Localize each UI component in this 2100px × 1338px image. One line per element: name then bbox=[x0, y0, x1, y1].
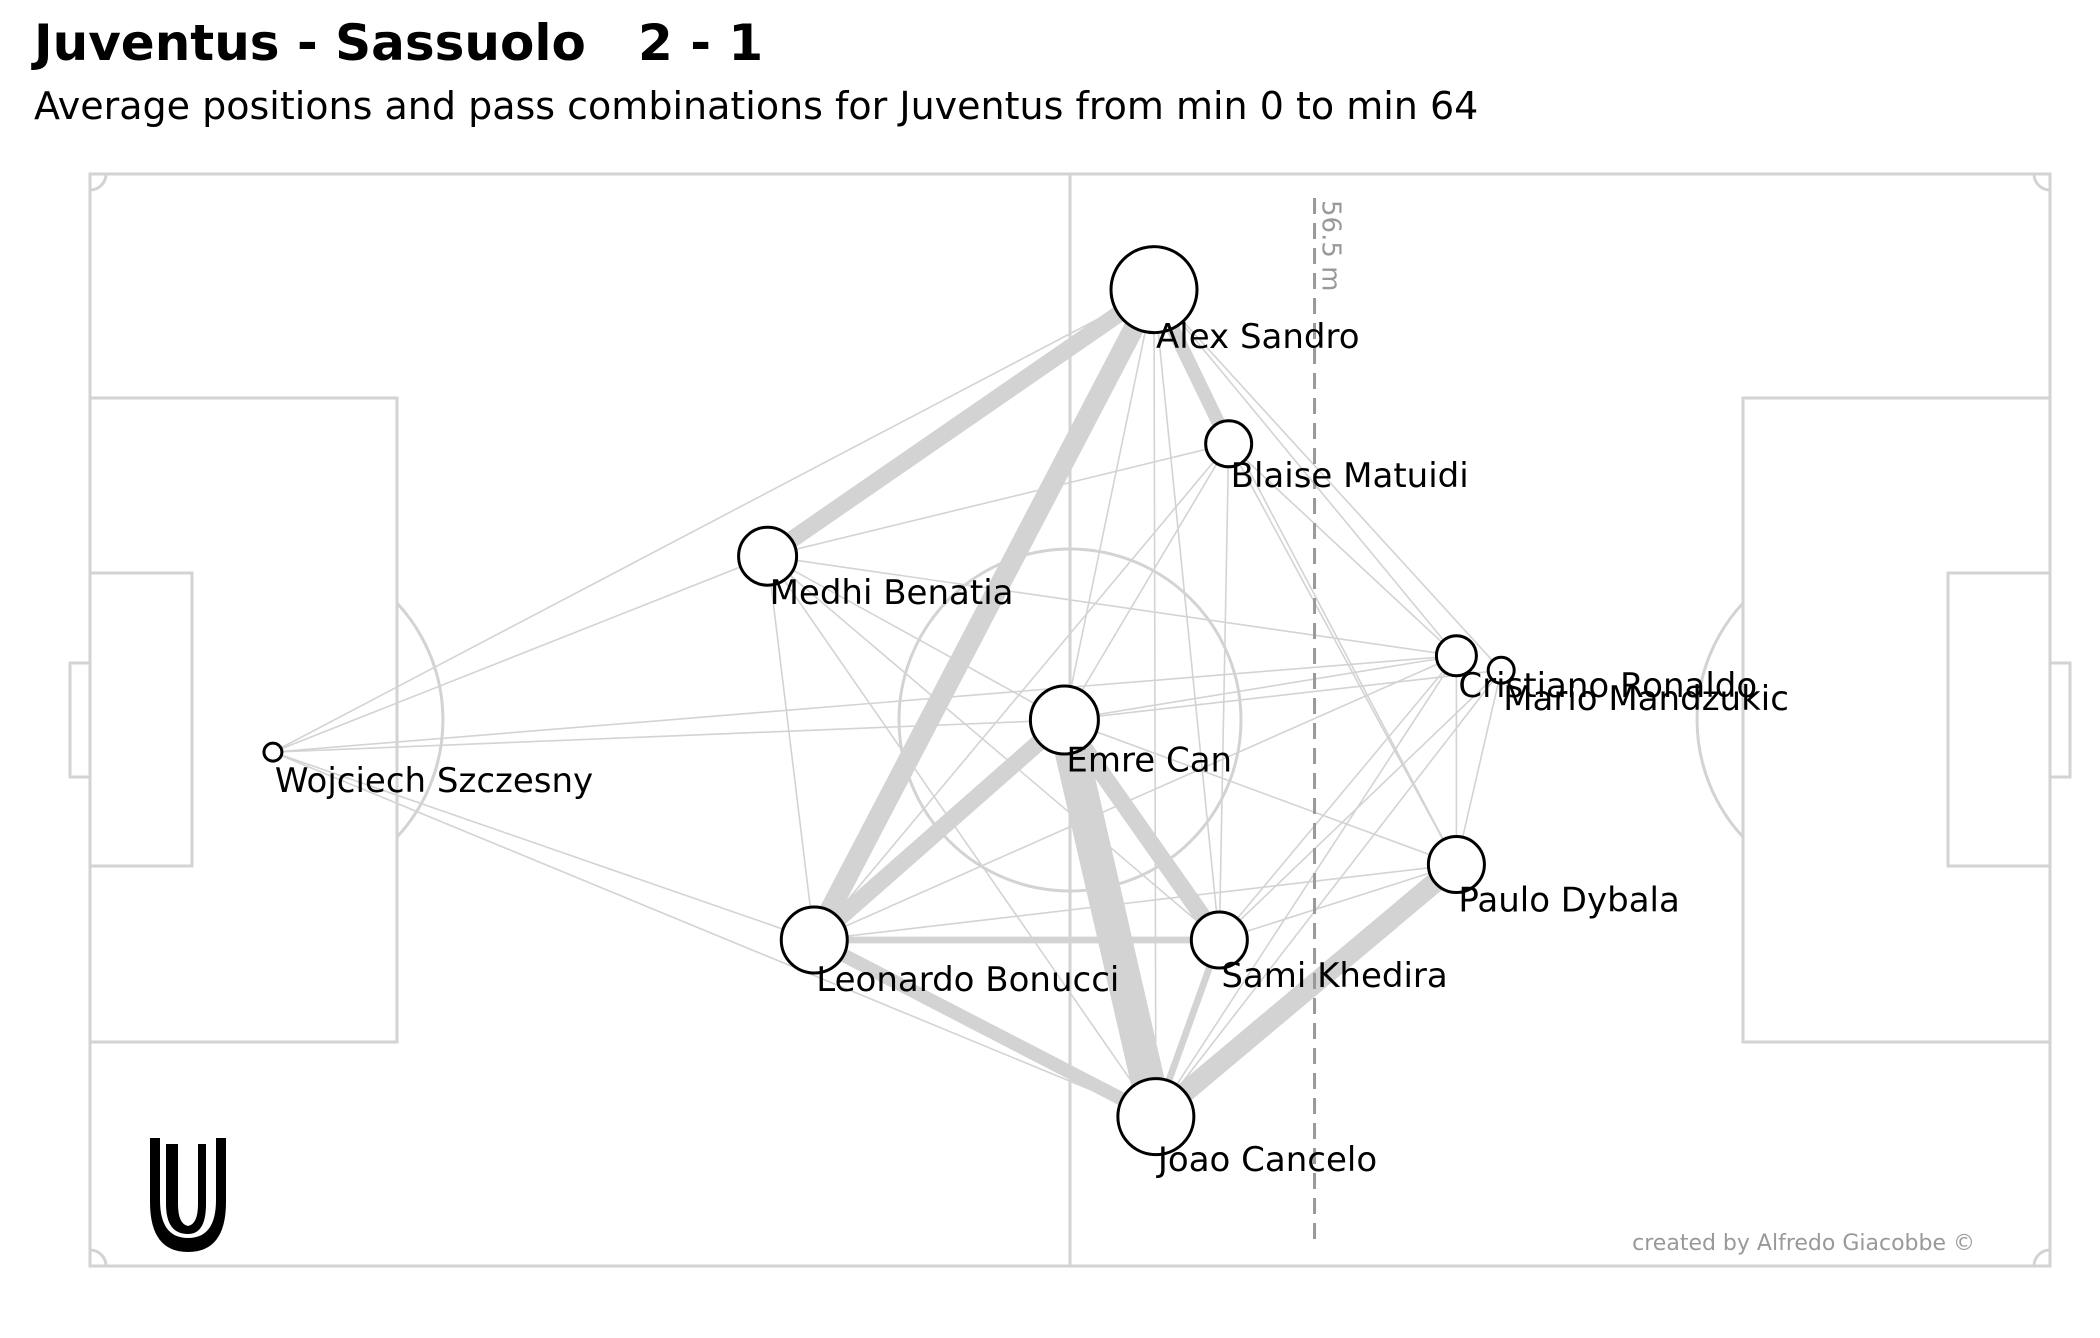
player-node-leonardo_bonucci[interactable] bbox=[779, 905, 849, 975]
pass-line-blaise_matuidi-cristiano_ronaldo bbox=[1228, 443, 1457, 657]
pass-line-leonardo_bonucci-cristiano_ronaldo bbox=[813, 655, 1457, 941]
corner-arc-bottom-right bbox=[2032, 1248, 2051, 1267]
pass-line-blaise_matuidi-sami_khedira bbox=[1218, 443, 1230, 941]
player-node-emre_can[interactable] bbox=[1028, 684, 1100, 756]
pass-line-leonardo_bonucci-paulo_dybala bbox=[814, 863, 1457, 941]
pass-line-alex_sandro-sami_khedira bbox=[1153, 289, 1221, 941]
pass-line-wojciech_szczesny-alex_sandro bbox=[272, 288, 1155, 753]
pass-line-wojciech_szczesny-leonardo_bonucci bbox=[272, 751, 815, 941]
player-label-joao_cancelo: Joao Cancelo bbox=[1156, 1140, 1377, 1180]
centre-circle bbox=[897, 547, 1243, 893]
pass-line-mario_mandzukic-sami_khedira bbox=[1218, 669, 1502, 941]
player-node-joao_cancelo[interactable] bbox=[1116, 1077, 1196, 1157]
right-penalty-area bbox=[1741, 396, 2052, 1044]
right-goal-area bbox=[1946, 571, 2052, 868]
left-penalty-arc bbox=[395, 601, 445, 839]
pass-line-emre_can-paulo_dybala bbox=[1064, 719, 1457, 866]
player-label-wojciech_szczesny: Wojciech Szczesny bbox=[275, 761, 593, 801]
pass-line-medhi_benatia-leonardo_bonucci bbox=[766, 556, 816, 941]
pass-line-leonardo_bonucci-joao_cancelo bbox=[811, 933, 1159, 1123]
pass-line-cristiano_ronaldo-joao_cancelo bbox=[1155, 655, 1458, 1118]
right-goal bbox=[2048, 661, 2072, 779]
page-title: Juventus - Sassuolo 2 - 1 bbox=[34, 14, 764, 72]
player-node-wojciech_szczesny[interactable] bbox=[262, 741, 284, 763]
pass-line-emre_can-cristiano_ronaldo bbox=[1064, 654, 1457, 721]
pass-lines bbox=[272, 282, 1502, 1125]
pass-line-blaise_matuidi-paulo_dybala bbox=[1227, 443, 1458, 865]
logo-inner-u bbox=[166, 1144, 206, 1234]
juventus-logo bbox=[150, 1138, 226, 1252]
corner-arc-top-left bbox=[89, 173, 108, 192]
pass-line-joao_cancelo-emre_can bbox=[1047, 716, 1173, 1121]
player-node-mario_mandzukic[interactable] bbox=[1486, 655, 1516, 685]
left-goal bbox=[68, 661, 92, 779]
left-goal-area bbox=[88, 571, 194, 868]
pass-line-wojciech_szczesny-medhi_benatia bbox=[272, 555, 768, 753]
player-node-paulo_dybala[interactable] bbox=[1426, 835, 1486, 895]
pass-line-blaise_matuidi-emre_can bbox=[1063, 443, 1230, 721]
player-label-leonardo_bonucci: Leonardo Bonucci bbox=[816, 960, 1119, 1000]
player-label-emre_can: Emre Can bbox=[1066, 741, 1232, 781]
player-label-sami_khedira: Sami Khedira bbox=[1221, 956, 1447, 996]
pass-line-medhi_benatia-blaise_matuidi bbox=[767, 443, 1229, 557]
pass-line-wojciech_szczesny-emre_can bbox=[272, 719, 1065, 753]
player-node-alex_sandro[interactable] bbox=[1109, 245, 1199, 335]
pass-line-paulo_dybala-sami_khedira bbox=[1219, 863, 1457, 941]
pass-line-medhi_benatia-cristiano_ronaldo bbox=[767, 555, 1457, 657]
pass-line-medhi_benatia-emre_can bbox=[767, 555, 1065, 721]
pass-line-wojciech_szczesny-joao_cancelo bbox=[272, 751, 1157, 1118]
page-subtitle: Average positions and pass combinations … bbox=[34, 84, 1479, 128]
pass-line-cristiano_ronaldo-sami_khedira bbox=[1218, 655, 1458, 941]
right-penalty-arc bbox=[1695, 601, 1745, 839]
pass-line-joao_cancelo-paulo_dybala bbox=[1149, 856, 1463, 1125]
player-label-paulo_dybala: Paulo Dybala bbox=[1458, 881, 1679, 921]
player-node-blaise_matuidi[interactable] bbox=[1204, 419, 1254, 469]
logo-outer-u bbox=[150, 1138, 226, 1252]
credit-text: created by Alfredo Giacobbe © bbox=[1632, 1231, 1975, 1256]
player-label-medhi_benatia: Medhi Benatia bbox=[770, 573, 1014, 613]
pass-line-alex_sandro-mario_mandzukic bbox=[1153, 289, 1502, 671]
pass-line-alex_sandro-joao_cancelo bbox=[1153, 289, 1157, 1117]
pass-line-alex_sandro-cristiano_ronaldo bbox=[1153, 289, 1458, 657]
player-node-cristiano_ronaldo[interactable] bbox=[1434, 634, 1478, 678]
pass-line-leonardo_bonucci-alex_sandro bbox=[805, 284, 1164, 945]
player-label-cristiano_ronaldo: Cristiano Ronaldo bbox=[1458, 666, 1757, 706]
pass-line-wojciech_szczesny-cristiano_ronaldo bbox=[272, 654, 1457, 753]
player-label-alex_sandro: Alex Sandro bbox=[1156, 317, 1360, 357]
player-label-blaise_matuidi: Blaise Matuidi bbox=[1231, 456, 1469, 496]
pass-line-emre_can-sami_khedira bbox=[1057, 715, 1227, 945]
corner-arc-bottom-left bbox=[89, 1248, 108, 1267]
average-line-group: 56.5 m bbox=[1313, 198, 1346, 1242]
pass-line-mario_mandzukic-paulo_dybala bbox=[1455, 670, 1502, 865]
average-line-label: 56.5 m bbox=[1316, 200, 1346, 291]
pass-line-leonardo_bonucci-emre_can bbox=[808, 713, 1071, 947]
corner-arc-top-right bbox=[2032, 173, 2051, 192]
pass-line-blaise_matuidi-leonardo_bonucci bbox=[813, 443, 1230, 941]
player-nodes bbox=[262, 245, 1516, 1157]
pass-line-alex_sandro-emre_can bbox=[1063, 289, 1155, 721]
pass-line-alex_sandro-paulo_dybala bbox=[1153, 289, 1458, 865]
pass-line-emre_can-mario_mandzukic bbox=[1064, 669, 1502, 721]
pass-line-mario_mandzukic-joao_cancelo bbox=[1155, 669, 1502, 1118]
player-label-mario_mandzukic: Mario Mandzukic bbox=[1503, 679, 1789, 719]
pass-line-medhi_benatia-sami_khedira bbox=[767, 555, 1220, 941]
player-node-sami_khedira[interactable] bbox=[1189, 910, 1249, 970]
left-penalty-area bbox=[88, 396, 399, 1044]
pass-line-medhi_benatia-joao_cancelo bbox=[766, 555, 1157, 1118]
player-node-medhi_benatia[interactable] bbox=[737, 525, 799, 587]
pass-line-medhi_benatia-alex_sandro bbox=[762, 282, 1159, 564]
